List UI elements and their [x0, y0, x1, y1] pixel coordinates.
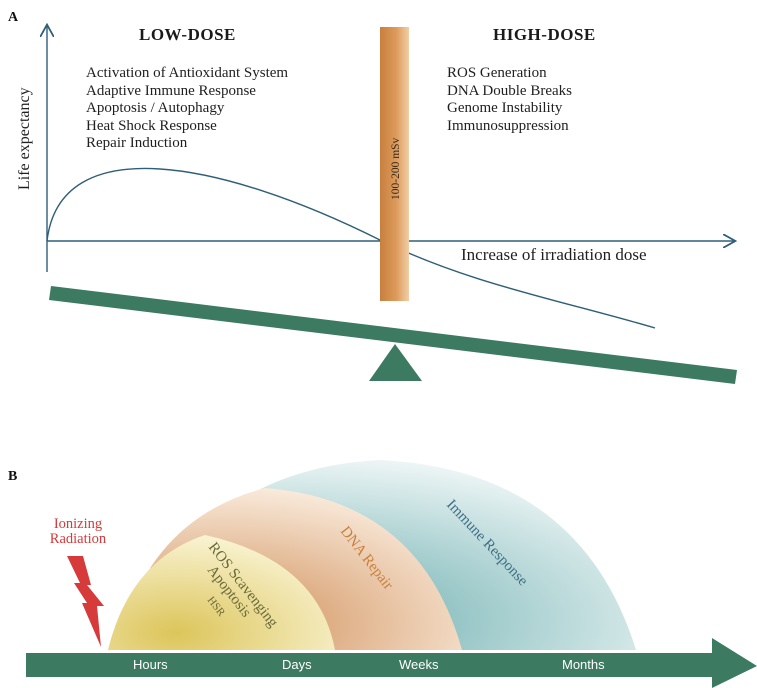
panel-b-letter: B	[8, 469, 18, 484]
low-dose-title: LOW-DOSE	[139, 25, 236, 44]
low-dose-effects-list: Activation of Antioxidant System Adaptiv…	[86, 65, 288, 153]
timeline-months: Months	[562, 657, 605, 672]
threshold-bar	[380, 27, 409, 301]
timeline-arrow	[26, 638, 757, 688]
low-dose-effect: Adaptive Immune Response	[86, 82, 256, 99]
high-dose-effects-list: ROS Generation DNA Double Breaks Genome …	[447, 65, 572, 135]
timeline-hours: Hours	[133, 657, 168, 672]
ionizing-radiation-label: Ionizing Radiation	[38, 517, 118, 547]
fulcrum-triangle	[369, 344, 422, 381]
threshold-label: 100-200 mSv	[390, 137, 402, 200]
ros-scavenging-dome	[108, 535, 335, 650]
high-dose-effect: Genome Instability	[447, 100, 563, 116]
low-dose-effect: Apoptosis / Autophagy	[86, 100, 225, 116]
panel-a-letter: A	[8, 10, 19, 25]
low-dose-effect: Heat Shock Response	[86, 117, 217, 134]
high-dose-title: HIGH-DOSE	[493, 25, 596, 44]
ionizing-radiation-line2: Radiation	[49, 531, 107, 547]
timeline-days: Days	[282, 657, 312, 672]
high-dose-effect: Immunosuppression	[447, 117, 569, 134]
timeline-weeks: Weeks	[399, 657, 439, 672]
ionizing-radiation-line1: Ionizing	[53, 516, 103, 532]
balance-beam	[49, 286, 737, 384]
life-expectancy-curve	[46, 167, 656, 329]
low-dose-effect: Repair Induction	[86, 135, 188, 151]
lightning-bolt-icon	[67, 556, 104, 647]
high-dose-effect: ROS Generation	[447, 65, 547, 81]
x-axis-label: Increase of irradiation dose	[461, 245, 647, 264]
high-dose-effect: DNA Double Breaks	[447, 82, 572, 99]
low-dose-effect: Activation of Antioxidant System	[86, 65, 289, 81]
y-axis-label: Life expectancy	[16, 87, 33, 190]
